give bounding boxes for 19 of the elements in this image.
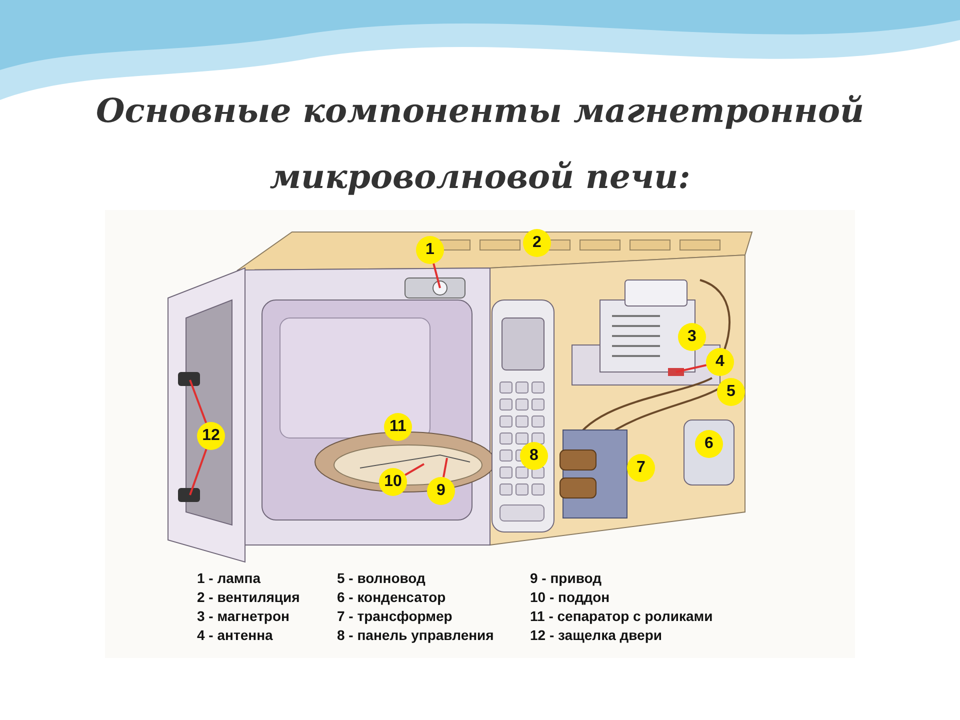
leader-line <box>189 380 208 424</box>
legend-entry: 10 - поддон <box>530 589 610 605</box>
title: Основные компоненты магнетронной микроволновой печи: <box>94 90 865 198</box>
legend-entry: 7 - трансформер <box>337 608 452 624</box>
legend-entry: 5 - волновод <box>337 570 426 586</box>
leader-line <box>189 448 208 496</box>
legend-entry: 8 - панель управления <box>337 627 494 643</box>
leader-line <box>404 463 424 476</box>
legend-entry: 11 - сепаратор с роликами <box>530 608 713 624</box>
legend-entry: 3 - магнетрон <box>197 608 290 624</box>
leader-line <box>442 458 448 478</box>
leader-line <box>676 364 707 373</box>
legend-entry: 4 - антенна <box>197 627 273 643</box>
legend-entry: 1 - лампа <box>197 570 261 586</box>
legend-entry: 6 - конденсатор <box>337 589 446 605</box>
legend-entry: 12 - защелка двери <box>530 627 662 643</box>
legend-entry: 9 - привод <box>530 570 602 586</box>
leader-line <box>432 263 441 288</box>
legend-entry: 2 - вентиляция <box>197 589 300 605</box>
